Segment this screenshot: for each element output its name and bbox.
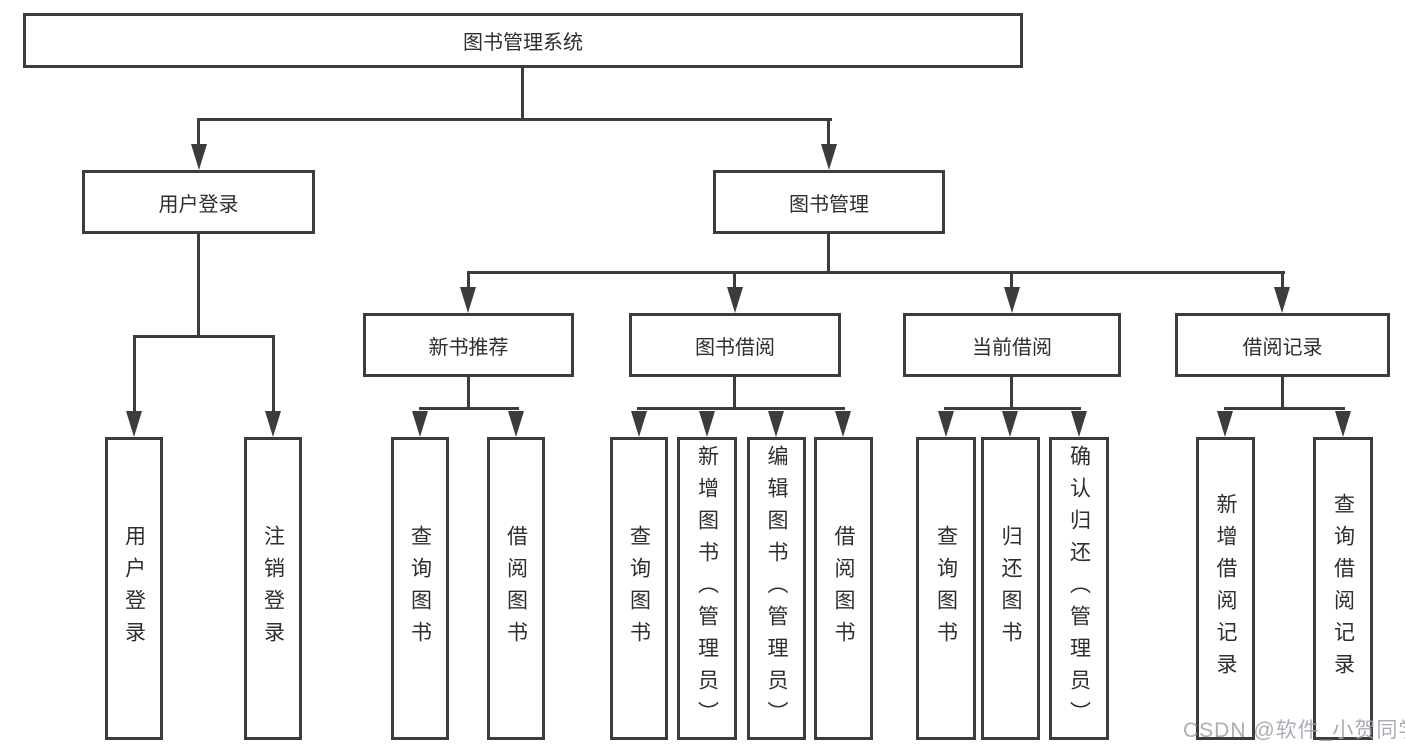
connector-arrow-down: [1217, 411, 1233, 437]
leaf-label: 查询图书: [408, 524, 432, 653]
leaf-query-books-current: 查询图书: [916, 437, 976, 740]
connector-hline: [419, 407, 519, 410]
connector-hline: [944, 407, 1081, 410]
leaf-label: 注销登录: [261, 524, 285, 653]
connector-vline: [1281, 377, 1284, 410]
connector-vline: [272, 335, 275, 413]
connector-vline: [1010, 377, 1013, 410]
node-new-book-recommendation: 新书推荐: [363, 313, 574, 377]
node-label: 用户登录: [158, 193, 239, 216]
leaf-return-books: 归还图书: [981, 437, 1040, 740]
node-label: 借阅记录: [1242, 336, 1323, 359]
connector-vline: [733, 271, 736, 289]
connector-arrow-down: [1335, 411, 1351, 437]
node-user-login: 用户登录: [82, 170, 315, 234]
leaf-label: 新增图书（管理员）: [695, 444, 719, 733]
connector-hline: [133, 335, 275, 338]
leaf-add-book-admin: 新增图书（管理员）: [677, 437, 737, 740]
connector-vline: [1010, 271, 1013, 289]
connector-arrow-down: [727, 287, 743, 313]
connector-vline: [197, 234, 200, 338]
leaf-query-borrow-record: 查询借阅记录: [1313, 437, 1373, 740]
leaf-label: 查询借阅记录: [1331, 492, 1355, 685]
leaf-label: 用户登录: [122, 524, 146, 653]
leaf-label: 借阅图书: [504, 524, 528, 653]
node-label: 当前借阅: [972, 336, 1052, 359]
node-borrowing-records: 借阅记录: [1175, 313, 1390, 377]
connector-arrow-down: [768, 411, 784, 437]
connector-arrow-down: [126, 411, 142, 437]
node-current-borrowing: 当前借阅: [903, 313, 1121, 377]
connector-arrow-down: [265, 411, 281, 437]
connector-vline: [133, 335, 136, 413]
node-book-management: 图书管理: [713, 170, 945, 234]
leaf-user-login: 用户登录: [105, 437, 163, 740]
leaf-label: 查询图书: [934, 524, 958, 653]
connector-arrow-down: [460, 287, 476, 313]
node-label: 图书管理系统: [463, 32, 583, 54]
connector-vline: [733, 377, 736, 410]
connector-arrow-down: [631, 411, 647, 437]
connector-vline: [1281, 271, 1284, 289]
connector-hline: [1224, 407, 1345, 410]
leaf-logout: 注销登录: [244, 437, 302, 740]
connector-arrow-down: [191, 144, 207, 170]
connector-vline: [521, 68, 524, 121]
connector-arrow-down: [835, 411, 851, 437]
connector-hline: [637, 407, 845, 410]
leaf-label: 借阅图书: [832, 524, 855, 653]
connector-arrow-down: [412, 411, 428, 437]
connector-arrow-down: [821, 144, 837, 170]
connector-vline: [467, 271, 470, 289]
leaf-label: 编辑图书（管理员）: [765, 444, 788, 733]
leaf-label: 归还图书: [999, 524, 1022, 653]
leaf-borrow-books-borrowing: 借阅图书: [814, 437, 873, 740]
leaf-label: 确认归还（管理员）: [1067, 444, 1091, 733]
connector-vline: [467, 377, 470, 410]
connector-arrow-down: [699, 411, 715, 437]
leaf-label: 查询图书: [627, 524, 651, 653]
node-library-management-system: 图书管理系统: [23, 13, 1023, 68]
connector-vline: [197, 118, 200, 146]
node-label: 图书管理: [789, 193, 869, 216]
leaf-borrow-books-recommend: 借阅图书: [487, 437, 545, 740]
connector-arrow-down: [1071, 411, 1087, 437]
leaf-query-books-recommend: 查询图书: [391, 437, 449, 740]
leaf-edit-book-admin: 编辑图书（管理员）: [747, 437, 806, 740]
node-book-borrowing: 图书借阅: [629, 313, 841, 377]
connector-hline: [197, 118, 832, 121]
leaf-confirm-return-admin: 确认归还（管理员）: [1049, 437, 1109, 740]
connector-arrow-down: [1004, 287, 1020, 313]
connector-vline: [827, 234, 830, 274]
leaf-add-borrow-record: 新增借阅记录: [1196, 437, 1255, 740]
connector-arrow-down: [508, 411, 524, 437]
connector-hline: [467, 271, 1285, 274]
connector-vline: [827, 118, 830, 146]
watermark: CSDN @软件_小贺同学: [1183, 719, 1405, 742]
connector-arrow-down: [1002, 411, 1018, 437]
node-label: 图书借阅: [695, 336, 775, 359]
leaf-query-books-borrowing: 查询图书: [610, 437, 668, 740]
connector-arrow-down: [938, 411, 954, 437]
leaf-label: 新增借阅记录: [1214, 492, 1237, 685]
connector-arrow-down: [1274, 287, 1290, 313]
node-label: 新书推荐: [428, 336, 509, 359]
